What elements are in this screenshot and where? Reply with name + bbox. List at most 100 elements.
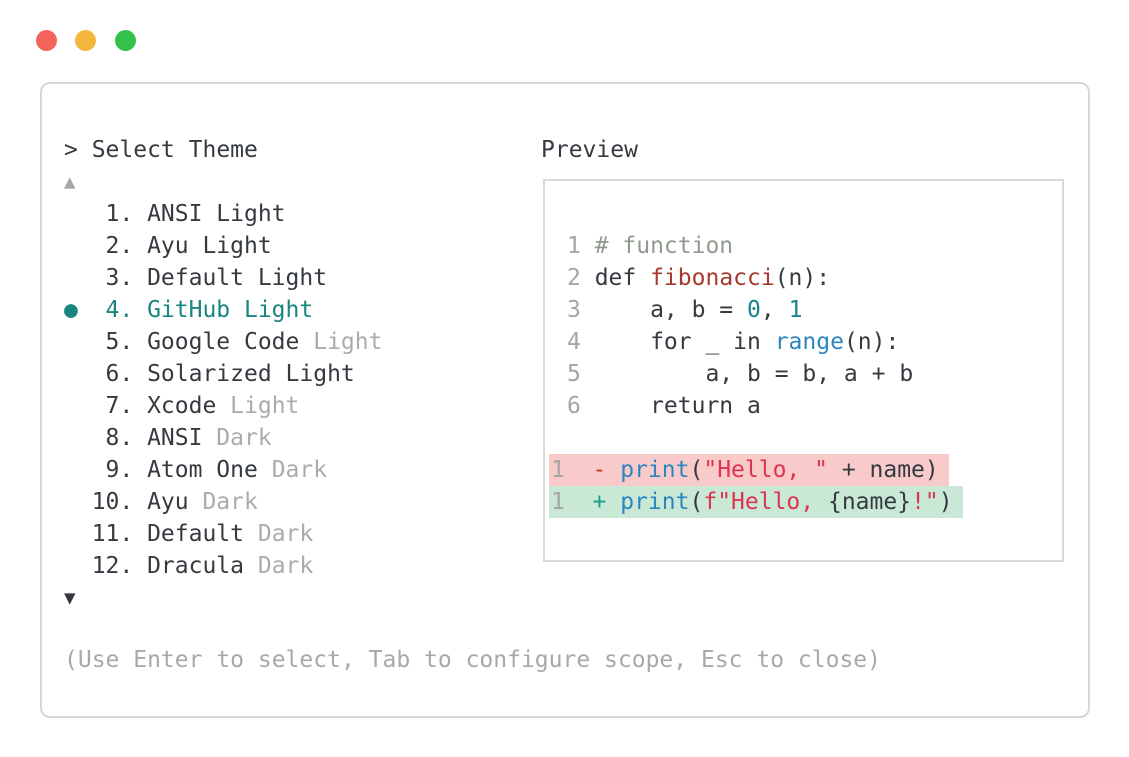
line-number: 1 <box>551 457 565 483</box>
token-string: f"Hello, <box>703 489 828 515</box>
code-text: # function <box>595 233 733 259</box>
theme-list-item[interactable]: 6. Solarized Light <box>64 358 382 390</box>
theme-list-item[interactable]: 7. Xcode Light <box>64 390 382 422</box>
code-text: + print(f"Hello, {name}!") <box>579 489 953 515</box>
scroll-down-icon[interactable]: ▼ <box>64 587 76 609</box>
close-button[interactable] <box>36 30 57 51</box>
token-fg: , <box>760 297 789 323</box>
token-num: 1 <box>788 297 803 323</box>
token-func: fibonacci <box>650 265 775 291</box>
theme-name: ANSI <box>147 425 203 451</box>
token-builtin: print <box>620 457 690 483</box>
theme-number: 2. <box>105 233 134 259</box>
token-fg: return a <box>594 393 761 419</box>
theme-name: Ayu <box>147 489 189 515</box>
theme-name: GitHub Light <box>147 297 314 323</box>
theme-name: Default Light <box>147 265 328 291</box>
help-text: (Use Enter to select, Tab to configure s… <box>64 647 881 673</box>
theme-list-item[interactable]: 3. Default Light <box>64 262 382 294</box>
code-text: - print("Hello, " + name) <box>579 457 939 483</box>
theme-picker: > Select Theme ▲ 1. ANSI Light 2. Ayu Ligh… <box>64 134 382 614</box>
preview-title: Preview <box>541 137 638 163</box>
token-fg: {name} <box>827 489 912 515</box>
line-number: 2 <box>567 265 581 291</box>
token-fg: a, b = <box>594 297 748 323</box>
theme-variant: Light <box>216 393 300 419</box>
line-number: 5 <box>567 361 581 387</box>
token-builtin: print <box>620 489 690 515</box>
token-minus: - <box>578 457 621 483</box>
diff-line: 1 - print("Hello, " + name) <box>549 454 949 486</box>
theme-number: 12. <box>91 553 134 579</box>
theme-number: 5. <box>105 329 134 355</box>
theme-variant: Dark <box>244 553 314 579</box>
theme-name: ANSI Light <box>147 201 286 227</box>
code-text: for _ in range(n): <box>594 329 900 355</box>
line-number: 1 <box>567 233 581 259</box>
theme-number: 4. <box>105 297 134 323</box>
theme-variant: Dark <box>202 425 272 451</box>
theme-number: 10. <box>91 489 134 515</box>
line-number: 1 <box>551 489 565 515</box>
theme-name: Google Code <box>147 329 300 355</box>
theme-number: 8. <box>105 425 134 451</box>
code-line: 4 for _ in range(n): <box>549 326 1054 358</box>
theme-list-item[interactable]: 8. ANSI Dark <box>64 422 382 454</box>
theme-list-item[interactable]: 9.Atom One Dark <box>64 454 382 486</box>
theme-number: 1. <box>105 201 134 227</box>
token-fg: ( <box>689 489 704 515</box>
theme-variant: Dark <box>244 521 314 547</box>
token-fg: + name) <box>827 457 939 483</box>
token-fg: ( <box>689 457 704 483</box>
theme-variant: Dark <box>188 489 258 515</box>
theme-variant: Dark <box>257 457 328 483</box>
code-line: 3 a, b = 0, 1 <box>549 294 1054 326</box>
token-fg: for _ in <box>594 329 775 355</box>
token-fg: (n): <box>843 329 900 355</box>
theme-name: Solarized Light <box>147 361 355 387</box>
theme-picker-prompt: > Select Theme <box>64 137 258 163</box>
line-number: 3 <box>567 297 581 323</box>
token-builtin: range <box>774 329 844 355</box>
token-fg: def <box>594 265 651 291</box>
theme-list-item[interactable]: 12.Dracula Dark <box>64 550 382 582</box>
theme-list-item[interactable]: 11. Default Dark <box>64 518 382 550</box>
code-text: return a <box>595 393 761 419</box>
scroll-up-icon[interactable]: ▲ <box>64 171 76 193</box>
theme-list-item[interactable]: 5. Google Code Light <box>64 326 383 358</box>
theme-list-item[interactable]: 1. ANSI Light <box>64 198 382 230</box>
theme-list-item[interactable]: ● 4. GitHub Light <box>64 294 382 326</box>
minimize-button[interactable] <box>75 30 96 51</box>
theme-number: 7. <box>105 393 134 419</box>
selection-marker-icon: ● <box>64 297 78 323</box>
theme-name: Xcode <box>147 393 217 419</box>
token-plus: + <box>578 489 621 515</box>
theme-number: 9. <box>105 457 134 483</box>
theme-list-item[interactable]: 10. Ayu Dark <box>64 486 382 518</box>
token-num: 0 <box>747 297 761 323</box>
theme-name: Default <box>147 521 244 547</box>
token-comment: # function <box>594 233 734 259</box>
code-text: def fibonacci(n): <box>595 265 830 291</box>
code-line: 1 # function <box>549 230 1054 262</box>
maximize-button[interactable] <box>115 30 136 51</box>
line-number: 4 <box>567 329 581 355</box>
code-text: a, b = 0, 1 <box>594 297 803 323</box>
code-line: 2 def fibonacci(n): <box>549 262 1054 294</box>
token-fg: ) <box>938 489 953 515</box>
terminal-window: > Select Theme ▲ 1. ANSI Light 2. Ayu Ligh… <box>40 82 1090 718</box>
line-number: 6 <box>567 393 581 419</box>
theme-list-item[interactable]: 2. Ayu Light <box>64 230 382 262</box>
code-line: 5 a, b = b, a + b <box>549 358 1054 390</box>
theme-number: 11. <box>91 521 134 547</box>
token-fg: (n): <box>774 265 831 291</box>
theme-variant: Light <box>299 329 383 355</box>
theme-name: Ayu Light <box>147 233 272 259</box>
code-line: 6 return a <box>549 390 1054 422</box>
theme-number: 6. <box>105 361 134 387</box>
token-string: "Hello, " <box>703 457 828 483</box>
token-string: !" <box>911 489 939 515</box>
theme-number: 3. <box>105 265 134 291</box>
